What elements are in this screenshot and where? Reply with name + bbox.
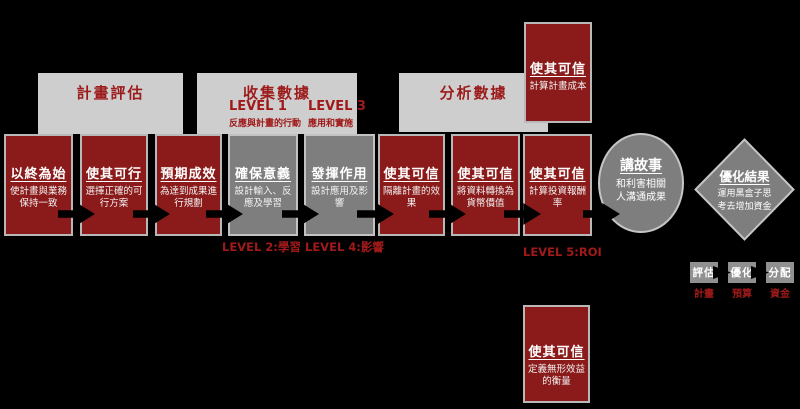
step-subtitle: 計算投資報酬率 [528, 186, 586, 210]
phase-title: 分析數據 [439, 84, 508, 102]
step-make-it-credible-roi: 使其可信 計算投資報酬率 [523, 134, 592, 236]
level-5-roi-label: LEVEL 5:ROI [523, 245, 602, 259]
level-2-label: LEVEL 2:學習 [222, 240, 301, 254]
level-1-title: LEVEL 1 [229, 99, 287, 114]
step-make-it-matter: 確保意義 設計輸入、反應及學習 [228, 134, 298, 236]
chevron-sublabel-budget: 預算 [732, 289, 752, 300]
chevron-sublabel-programs: 計畫 [694, 289, 714, 300]
step-title: 確保意義 [234, 167, 291, 182]
step-subtitle: 定義無形效益的衡量 [528, 364, 586, 388]
step-title: 以終為始 [10, 167, 67, 182]
phase-collect-data: 收集數據 [197, 73, 357, 134]
level-4-label: LEVEL 4:影響 [305, 240, 384, 254]
phase-title: 計畫評估 [76, 84, 145, 102]
step-subtitle: 計算計畫成本 [529, 81, 587, 92]
step-title: 使其可信 [383, 167, 440, 182]
step-subtitle: 將資料轉換為貨幣價值 [456, 186, 514, 210]
level-1-label: LEVEL 1 反應與計畫的行動 [229, 99, 301, 129]
step-subtitle: 設計應用及影響 [310, 186, 368, 210]
step-make-it-credible-isolate: 使其可信 隔離計畫的效果 [378, 134, 445, 236]
chevron-allocate: 分配 [766, 262, 794, 283]
diamond-subtitle: 運用黑盒子思考去增加資金 [717, 189, 772, 212]
level-3-label: LEVEL 3 應用和實施 [308, 99, 366, 129]
circle-title: 講故事 [620, 158, 662, 174]
phase-analyze-data: 分析數據 [399, 73, 548, 132]
chevron-label: 評估 [692, 267, 716, 279]
chevron-optimize: 優化 [728, 262, 756, 283]
phase-title: 收集數據 [242, 84, 311, 102]
step-title: 使其可信 [529, 62, 586, 77]
step-make-it-stick: 發揮作用 設計應用及影響 [304, 134, 375, 236]
level-3-title: LEVEL 3 [308, 99, 366, 114]
optimize-results-diamond: 優化結果 運用黑盒子思考去增加資金 [694, 138, 795, 241]
step-subtitle: 隔離計畫的效果 [383, 186, 441, 210]
phase-plan-evaluation: 計畫評估 [38, 73, 183, 134]
level-3-subtitle: 應用和實施 [308, 119, 354, 129]
chevron-label: 優化 [730, 267, 754, 279]
diamond-content: 優化結果 運用黑盒子思考去增加資金 [694, 138, 795, 241]
diamond-title: 優化結果 [719, 169, 770, 185]
step-start-with-why: 以終為始 使計畫與業務保持一致 [4, 134, 73, 236]
step-subtitle: 設計輸入、反應及學習 [234, 186, 292, 210]
step-make-it-credible-convert: 使其可信 將資料轉換為貨幣價值 [451, 134, 520, 236]
level-1-subtitle: 反應與計畫的行動 [229, 119, 302, 129]
diamond-shape-icon [694, 138, 795, 241]
step-title: 使其可信 [457, 167, 514, 182]
chevron-label: 分配 [768, 267, 792, 279]
step-title: 使其可信 [529, 167, 586, 182]
step-make-it-credible-capture-costs: 使其可信 計算計畫成本 [524, 22, 592, 123]
step-title: 使其可行 [85, 167, 142, 182]
step-title: 預期成效 [160, 167, 217, 182]
step-expect-success: 預期成效 為達到成果進行規劃 [155, 134, 222, 236]
circle-subtitle: 和利害相關人溝通成果 [616, 179, 666, 203]
step-title: 使其可信 [528, 345, 585, 360]
step-subtitle: 選擇正確的可行方案 [85, 186, 143, 210]
step-subtitle: 使計畫與業務保持一致 [9, 186, 67, 210]
step-subtitle: 為達到成果進行規劃 [160, 186, 218, 210]
chevron-sublabel-funds: 資金 [770, 289, 790, 300]
chevron-evaluate: 評估 [690, 262, 718, 283]
step-make-it-credible-intangibles: 使其可信 定義無形效益的衡量 [523, 305, 590, 403]
step-make-it-feasible: 使其可行 選擇正確的可行方案 [80, 134, 148, 236]
step-title: 發揮作用 [311, 167, 368, 182]
